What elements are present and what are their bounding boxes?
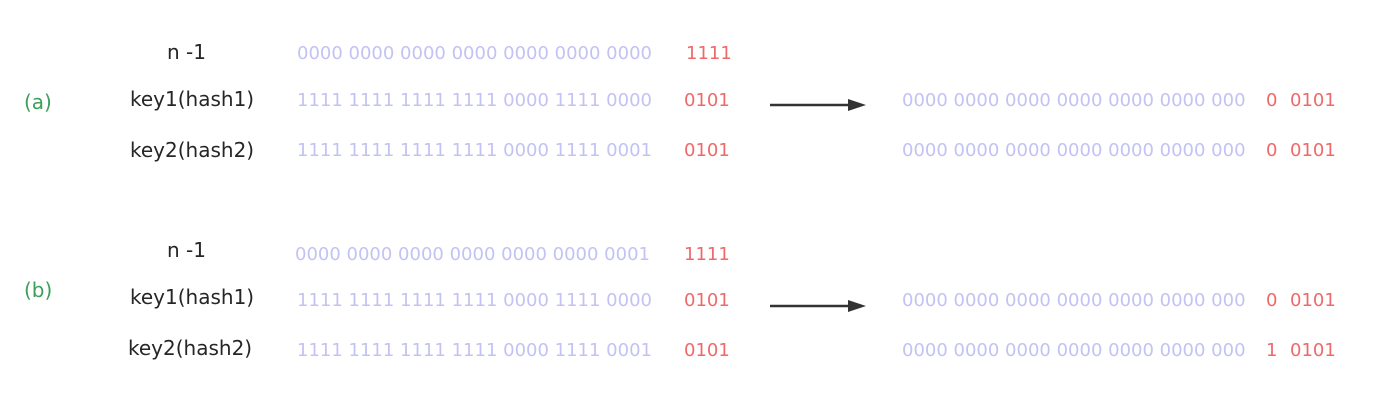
bits-key1-high-a: 1111 1111 1111 1111 0000 1111 0000 <box>297 90 652 111</box>
bits-n-minus-1-high-b: 0000 0000 0000 0000 0000 0000 0001 <box>295 244 650 265</box>
row-label-n-minus-1-b: n -1 <box>167 238 206 262</box>
row-label-n-minus-1-a: n -1 <box>167 40 206 64</box>
row-label-key2-b: key2(hash2) <box>128 336 253 360</box>
bits-n-minus-1-high-a: 0000 0000 0000 0000 0000 0000 0000 <box>297 43 652 64</box>
bits-key1-low-a: 0101 <box>684 90 730 111</box>
bits-key2-low-a: 0101 <box>684 140 730 161</box>
result-key2-low-b: 0101 <box>1290 340 1336 361</box>
row-label-key1-a: key1(hash1) <box>130 87 255 111</box>
result-key2-low-a: 0101 <box>1290 140 1336 161</box>
result-key2-pivot-a: 0 <box>1266 140 1278 161</box>
result-key1-pivot-b: 0 <box>1266 290 1278 311</box>
row-label-key2-a: key2(hash2) <box>130 138 255 162</box>
result-key2-high-a: 0000 0000 0000 0000 0000 0000 000 <box>902 140 1246 161</box>
arrow-right-icon-b <box>770 300 866 312</box>
bits-key2-high-b: 1111 1111 1111 1111 0000 1111 0001 <box>297 340 652 361</box>
result-key1-pivot-a: 0 <box>1266 90 1278 111</box>
bits-key2-low-b: 0101 <box>684 340 730 361</box>
result-key2-pivot-b: 1 <box>1266 340 1278 361</box>
result-key1-high-a: 0000 0000 0000 0000 0000 0000 000 <box>902 90 1246 111</box>
arrow-right-icon-a <box>770 99 866 111</box>
bits-key2-high-a: 1111 1111 1111 1111 0000 1111 0001 <box>297 140 652 161</box>
result-key1-high-b: 0000 0000 0000 0000 0000 0000 000 <box>902 290 1246 311</box>
section-label-a: (a) <box>24 90 52 114</box>
bits-n-minus-1-low-a: 1111 <box>686 43 732 64</box>
bits-key1-high-b: 1111 1111 1111 1111 0000 1111 0000 <box>297 290 652 311</box>
bits-n-minus-1-low-b: 1111 <box>684 244 730 265</box>
result-key1-low-b: 0101 <box>1290 290 1336 311</box>
result-key1-low-a: 0101 <box>1290 90 1336 111</box>
result-key2-high-b: 0000 0000 0000 0000 0000 0000 000 <box>902 340 1246 361</box>
section-label-b: (b) <box>24 278 53 302</box>
bits-key1-low-b: 0101 <box>684 290 730 311</box>
row-label-key1-b: key1(hash1) <box>130 285 255 309</box>
